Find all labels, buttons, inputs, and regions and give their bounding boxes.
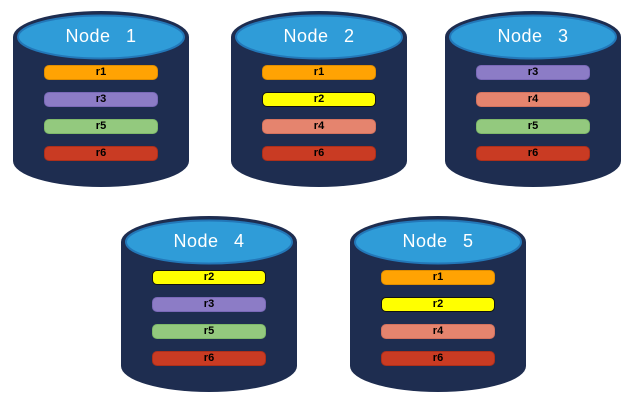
replica-bar-r4: r4	[381, 324, 495, 339]
node-title: Node 4	[173, 231, 245, 251]
replica-bar-r6: r6	[152, 351, 266, 366]
replica-bar-r4: r4	[262, 119, 376, 134]
replica-bar-r1: r1	[44, 65, 158, 80]
database-node-2: Node 2 r1 r2 r4 r6	[230, 10, 408, 188]
cylinder-top-ellipse	[235, 14, 403, 60]
cylinder-top-ellipse	[354, 219, 522, 265]
node-title: Node 2	[283, 26, 355, 46]
database-node-4: Node 4 r2 r3 r5 r6	[120, 215, 298, 393]
replica-bar-r2: r2	[262, 92, 376, 107]
cylinder-top-ellipse	[449, 14, 617, 60]
replica-bar-r5: r5	[44, 119, 158, 134]
node-title: Node 1	[65, 26, 137, 46]
replica-bar-r6: r6	[44, 146, 158, 161]
database-node-5: Node 5 r1 r2 r4 r6	[349, 215, 527, 393]
replica-bar-r5: r5	[152, 324, 266, 339]
database-node-3: Node 3 r3 r4 r5 r6	[444, 10, 622, 188]
node-title: Node 5	[402, 231, 474, 251]
replica-list: r2 r3 r5 r6	[120, 270, 298, 366]
replica-bar-r1: r1	[262, 65, 376, 80]
replica-list: r3 r4 r5 r6	[444, 65, 622, 161]
replica-bar-r6: r6	[476, 146, 590, 161]
replica-bar-r4: r4	[476, 92, 590, 107]
replica-bar-r3: r3	[152, 297, 266, 312]
replica-bar-r2: r2	[152, 270, 266, 285]
replica-bar-r3: r3	[476, 65, 590, 80]
replica-list: r1 r2 r4 r6	[349, 270, 527, 366]
replica-bar-r3: r3	[44, 92, 158, 107]
replica-list: r1 r2 r4 r6	[230, 65, 408, 161]
cylinder-top-ellipse	[125, 219, 293, 265]
replica-bar-r2: r2	[381, 297, 495, 312]
database-node-1: Node 1 r1 r3 r5 r6	[12, 10, 190, 188]
replica-list: r1 r3 r5 r6	[12, 65, 190, 161]
replica-bar-r6: r6	[262, 146, 376, 161]
replica-bar-r5: r5	[476, 119, 590, 134]
cylinder-top-ellipse	[17, 14, 185, 60]
replica-bar-r1: r1	[381, 270, 495, 285]
replica-bar-r6: r6	[381, 351, 495, 366]
node-title: Node 3	[497, 26, 569, 46]
